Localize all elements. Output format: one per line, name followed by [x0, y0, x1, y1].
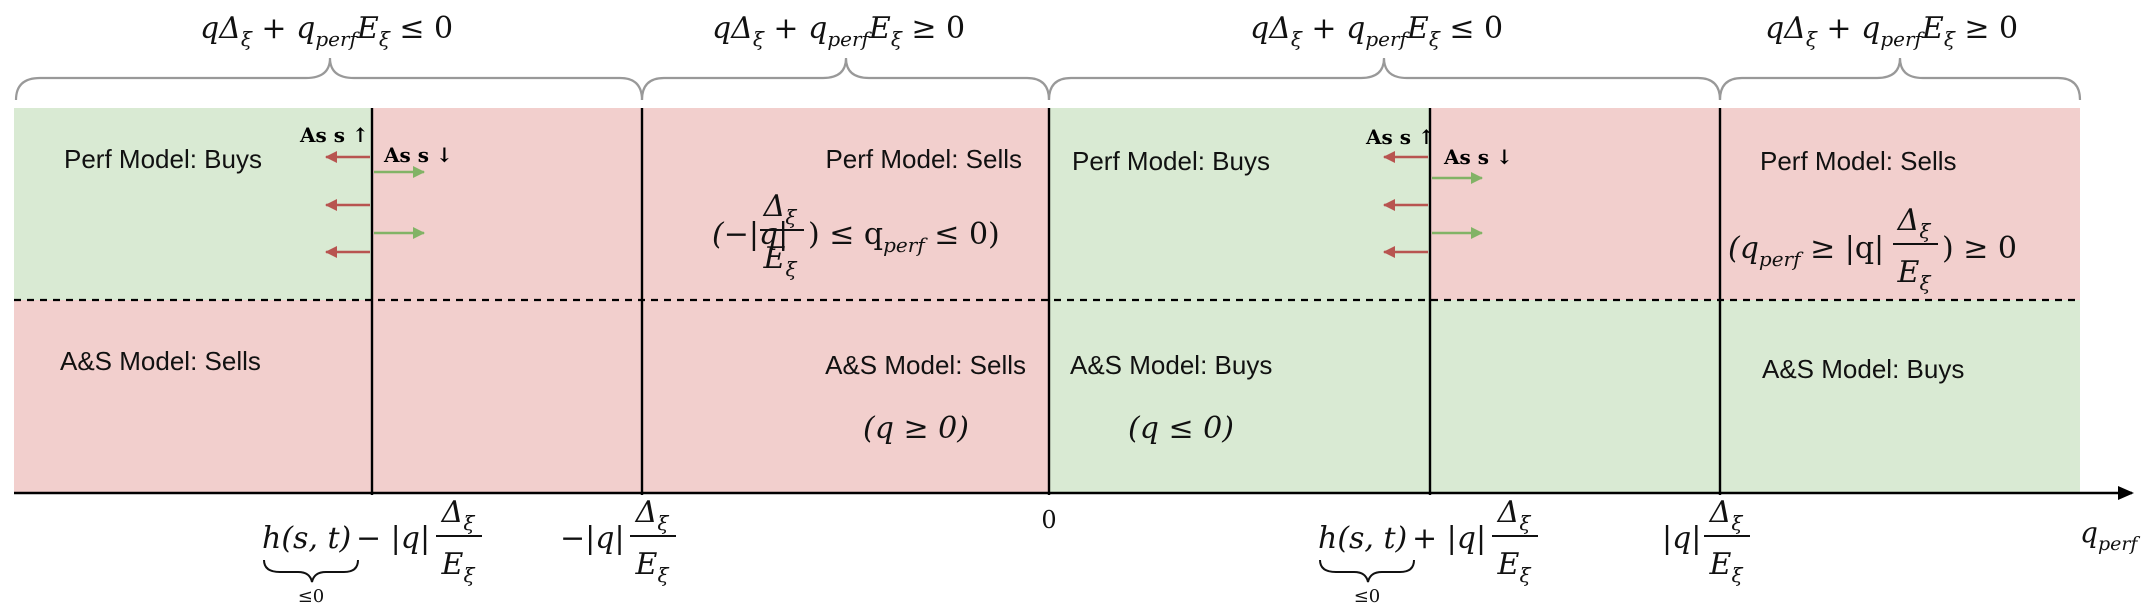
cond-left-open: (−|q| [712, 217, 788, 252]
region-backgrounds [14, 108, 2080, 492]
region-4-perf-bg [1720, 108, 2080, 300]
tick-1-den: Eξ [441, 547, 476, 587]
condition-right-formula: (qperf ≥ |q| Δξ Eξ ) ≥ 0 [1728, 203, 2017, 295]
axis-tick-3: h(s, t) ≤0 + |q| Δξ Eξ [1318, 495, 1538, 607]
tick-2-num: Δξ [635, 495, 670, 535]
region-1-as-label: A&S Model: Sells [60, 346, 261, 376]
region-2-as-condition: (q ≥ 0) [863, 411, 969, 446]
region-3-perf-bg-right [1430, 108, 1720, 300]
region-4-as-bg [1720, 300, 2080, 492]
region-3-as-label: A&S Model: Buys [1070, 350, 1272, 380]
tick-3-num: Δξ [1497, 495, 1532, 535]
cond-right-den: Eξ [1897, 255, 1932, 295]
region-3-perf-label: Perf Model: Buys [1072, 146, 1270, 176]
brace-label-4: qΔξ + qperfEξ ≥ 0 [1765, 11, 2018, 51]
brace-labels: qΔξ + qperfEξ ≤ 0 qΔξ + qperfEξ ≥ 0 qΔξ … [200, 11, 2018, 51]
region-1-perf-bg-right [372, 108, 642, 300]
tick-4-num: Δξ [1709, 495, 1744, 535]
axis-label: qperf [2080, 516, 2140, 555]
as-up-label-right: As s ↑ [1365, 125, 1435, 149]
axis-tick-1: h(s, t) ≤0 − |q| Δξ Eξ [262, 495, 482, 607]
brace-4 [1718, 57, 2082, 101]
cond-right-num: Δξ [1897, 203, 1932, 243]
tick-4-mid: |q| [1662, 521, 1701, 556]
cond-right-open: (qperf ≥ |q| [1728, 231, 1884, 271]
region-1-as-bg [14, 300, 642, 492]
tick-3-prefix: h(s, t) [1318, 521, 1407, 556]
as-down-label-right: As s ↓ [1443, 145, 1513, 169]
axis-tick-4: |q| Δξ Eξ [1662, 495, 1750, 587]
brace-label-3: qΔξ + qperfEξ ≤ 0 [1250, 11, 1503, 51]
condition-left-formula: (−|q| Δξ Eξ ) ≤ qperf ≤ 0) [712, 189, 1000, 281]
axis-zero-label: 0 [1041, 506, 1056, 534]
arrow-group-left: As s ↑ As s ↓ [299, 123, 453, 258]
tick-4-den: Eξ [1709, 547, 1744, 587]
region-1-perf-label: Perf Model: Buys [64, 144, 262, 174]
tick-3-den: Eξ [1497, 547, 1532, 587]
region-2-perf-label: Perf Model: Sells [825, 144, 1022, 174]
brace-2 [640, 57, 1051, 101]
arrow-group-right: As s ↑ As s ↓ [1365, 125, 1513, 258]
tick-3-mid: + |q| [1412, 521, 1486, 556]
region-2-as-label: A&S Model: Sells [825, 350, 1026, 380]
braces [14, 57, 2082, 101]
tick-2-mid: −|q| [560, 521, 625, 556]
as-up-label-left: As s ↑ [299, 123, 369, 147]
axis-tick-2: −|q| Δξ Eξ [560, 495, 676, 587]
tick-1-prefix: h(s, t) [262, 521, 351, 556]
as-down-label-left: As s ↓ [383, 143, 453, 167]
cond-left-num: Δξ [763, 189, 798, 229]
region-3-as-condition: (q ≤ 0) [1128, 411, 1234, 446]
cond-left-close: ) ≤ qperf ≤ 0) [808, 217, 1000, 257]
region-3-perf-bg [1049, 108, 1430, 300]
region-4-perf-label: Perf Model: Sells [1760, 146, 1957, 176]
tick-1-num: Δξ [441, 495, 476, 535]
region-1-perf-bg [14, 108, 372, 300]
brace-3 [1047, 57, 1722, 101]
brace-1 [14, 57, 644, 101]
region-texts: Perf Model: Buys A&S Model: Sells Perf M… [60, 144, 1964, 446]
boundary-lines [370, 108, 1722, 495]
cond-left-den: Eξ [763, 241, 798, 281]
tick-1-mid: − |q| [356, 521, 430, 556]
cond-right-close: ) ≥ 0 [1942, 231, 2017, 266]
brace-label-2: qΔξ + qperfEξ ≥ 0 [712, 11, 965, 51]
tick-2-den: Eξ [635, 547, 670, 587]
region-3-as-bg [1049, 300, 1720, 492]
brace-label-1: qΔξ + qperfEξ ≤ 0 [200, 11, 453, 51]
tick-3-under: ≤0 [1354, 586, 1381, 607]
region-4-as-label: A&S Model: Buys [1762, 354, 1964, 384]
tick-3-underbrace [1319, 559, 1415, 583]
tick-1-underbrace [263, 559, 359, 583]
tick-1-under: ≤0 [298, 586, 325, 607]
